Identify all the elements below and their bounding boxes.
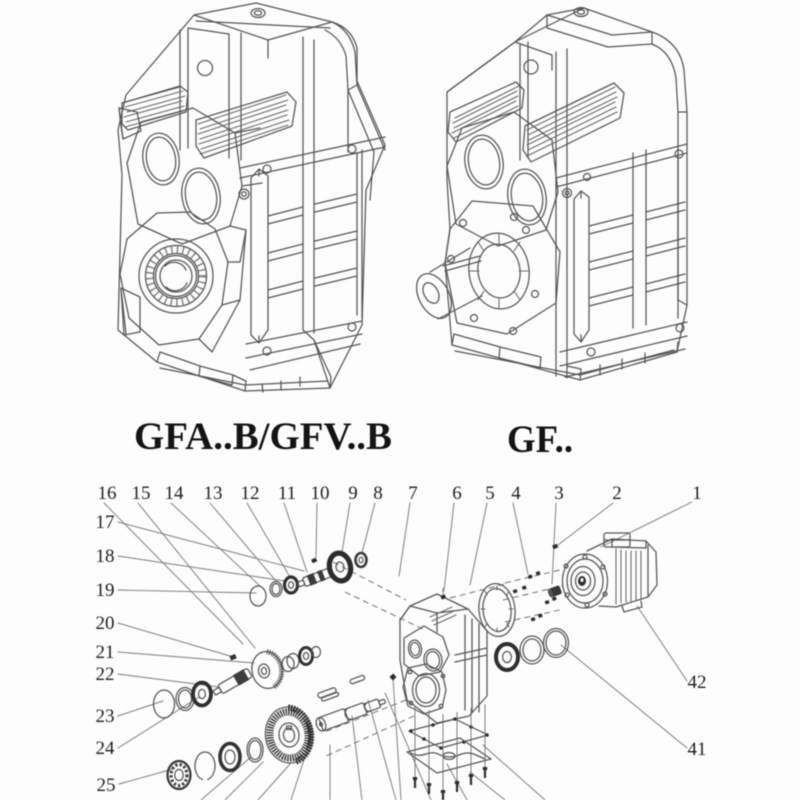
svg-text:22: 22 xyxy=(96,664,115,685)
svg-text:24: 24 xyxy=(96,738,116,759)
svg-text:GF..: GF.. xyxy=(507,418,573,461)
svg-text:12: 12 xyxy=(241,483,260,504)
svg-text:6: 6 xyxy=(452,483,462,504)
svg-text:8: 8 xyxy=(373,483,383,504)
svg-text:25: 25 xyxy=(97,775,116,796)
svg-text:42: 42 xyxy=(688,672,707,693)
svg-text:18: 18 xyxy=(96,546,115,567)
svg-text:41: 41 xyxy=(688,739,707,760)
svg-text:14: 14 xyxy=(165,483,185,504)
svg-text:4: 4 xyxy=(511,483,521,504)
svg-text:GFA..B/GFV..B: GFA..B/GFV..B xyxy=(134,415,392,458)
svg-text:10: 10 xyxy=(311,483,330,504)
svg-text:1: 1 xyxy=(692,483,702,504)
svg-text:20: 20 xyxy=(96,613,115,634)
svg-text:3: 3 xyxy=(554,483,564,504)
svg-text:9: 9 xyxy=(348,483,358,504)
svg-text:7: 7 xyxy=(408,483,418,504)
svg-text:13: 13 xyxy=(204,483,223,504)
svg-text:16: 16 xyxy=(98,483,117,504)
svg-text:21: 21 xyxy=(96,642,115,663)
svg-text:19: 19 xyxy=(96,580,115,601)
svg-text:17: 17 xyxy=(96,512,115,533)
svg-text:5: 5 xyxy=(485,483,495,504)
svg-text:15: 15 xyxy=(132,483,151,504)
svg-text:2: 2 xyxy=(612,483,622,504)
svg-text:23: 23 xyxy=(96,706,115,727)
svg-text:11: 11 xyxy=(278,483,296,504)
